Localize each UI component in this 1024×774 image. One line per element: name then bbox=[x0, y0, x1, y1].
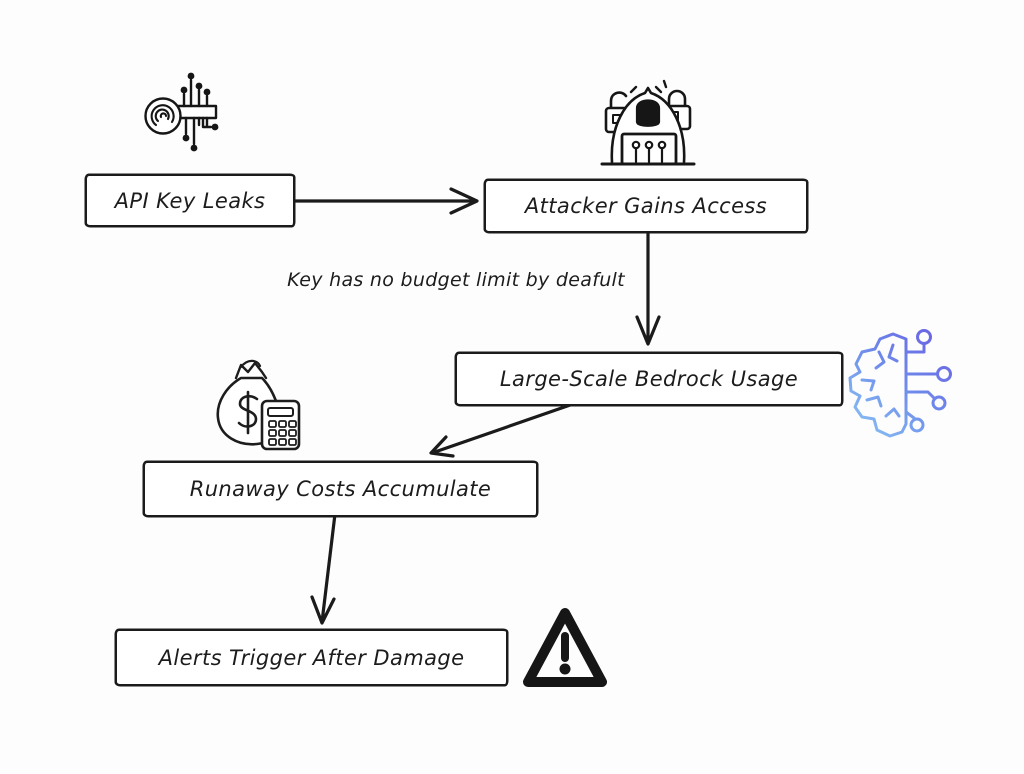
arrow-api-to-attacker bbox=[294, 187, 479, 215]
node-api-key-leaks: API Key Leaks bbox=[85, 174, 295, 227]
node-alerts-trigger-after-damage: Alerts Trigger After Damage bbox=[115, 629, 508, 686]
hacker-laptop-padlocks-icon bbox=[600, 79, 696, 166]
node-large-scale-bedrock-usage: Large-Scale Bedrock Usage bbox=[455, 352, 843, 406]
brain-circuit-icon bbox=[848, 329, 952, 438]
node-label: Alerts Trigger After Damage bbox=[158, 645, 465, 670]
node-attacker-gains-access: Attacker Gains Access bbox=[484, 179, 808, 233]
arrow-costs-to-alerts bbox=[310, 512, 337, 625]
node-label: Runaway Costs Accumulate bbox=[189, 477, 492, 501]
node-label: API Key Leaks bbox=[114, 188, 266, 213]
money-bag-calculator-icon bbox=[216, 359, 301, 451]
edge-annotation-budget-note: Key has no budget limit by deafult bbox=[287, 269, 625, 291]
node-label: Attacker Gains Access bbox=[524, 194, 768, 218]
fingerprint-key-circuit-icon bbox=[144, 72, 219, 152]
arrow-bedrock-to-costs bbox=[429, 401, 578, 458]
arrow-attacker-to-bedrock bbox=[635, 229, 661, 346]
warning-triangle-icon bbox=[523, 608, 607, 687]
node-label: Large-Scale Bedrock Usage bbox=[499, 367, 799, 391]
node-runaway-costs-accumulate: Runaway Costs Accumulate bbox=[143, 461, 538, 517]
